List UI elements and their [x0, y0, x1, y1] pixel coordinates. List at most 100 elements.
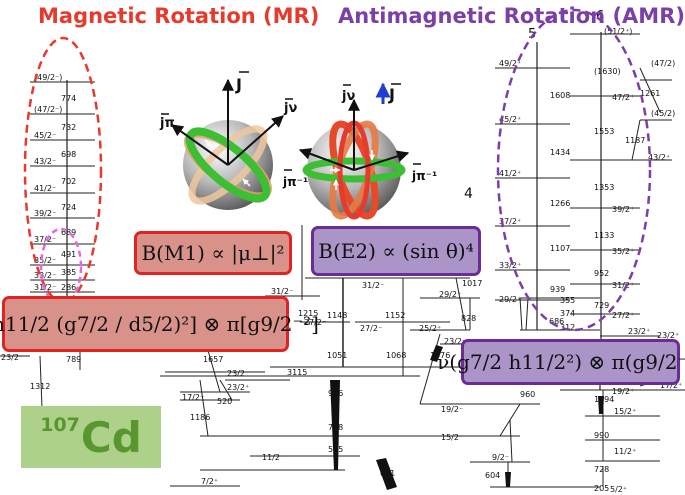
vector-j-nu: jν: [283, 101, 297, 116]
middle-energy: 604: [485, 471, 500, 480]
band-5: 49/2⁺ 45/2⁺ 41/2⁺ 37/2⁺ 33/2⁺ 29/2⁺ 1608…: [495, 27, 570, 330]
middle-energy: 1657: [203, 355, 223, 364]
band6-energy: 1194: [594, 395, 614, 404]
middle-energy: 828: [461, 314, 476, 323]
amr-configuration-box: ν(g7/2 h11/2²) ⊗ π(g9/2⁻²): [437, 339, 685, 385]
band5-spin: 33/2⁺: [499, 261, 521, 270]
middle-energy: 1017: [462, 279, 482, 288]
band6-spin-side: (47/2): [651, 59, 675, 68]
band6-spin-side: 17/2⁺: [660, 381, 682, 390]
middle-energy: 1215: [298, 309, 318, 318]
band6-energy: (1630): [594, 67, 621, 76]
middle-spin: 31/2⁻: [362, 281, 384, 290]
band6-energy: 205: [594, 484, 609, 493]
middle-energy: 1148: [327, 311, 347, 320]
middle-energy: 1068: [386, 351, 406, 360]
nucleus-mass: 107: [40, 414, 80, 436]
mr-configuration-box: υ[h11/2 (g7/2 / d5/2)²] ⊗ π[g9/2⁻²]: [0, 296, 319, 352]
band6-spin: 15/2⁺: [614, 407, 636, 416]
band5-energy: 1266: [550, 199, 570, 208]
band6-spin: 5/2⁺: [610, 485, 627, 494]
middle-spin: 17/2⁻: [182, 393, 204, 402]
middle-spin: 23/2⁺: [657, 331, 679, 340]
band5-spin: 49/2⁺: [499, 59, 521, 68]
mr-configuration: υ[h11/2 (g7/2 / d5/2)²] ⊗ π[g9/2⁻²]: [0, 312, 319, 336]
mr-spin: 37/2⁻: [34, 235, 56, 244]
band6-spin: 39/2⁺: [612, 205, 634, 214]
band6-energy: 1553: [594, 127, 614, 136]
band5-energy: 939: [550, 285, 565, 294]
mr-spin: 45/2⁻: [34, 131, 56, 140]
band6-spin: 27/2⁺: [612, 311, 634, 320]
mr-energy: 491: [61, 250, 76, 259]
mr-band: (49/2⁻) (47/2⁻) 45/2⁻ 43/2⁻ 41/2⁻ 39/2⁻ …: [23, 36, 103, 307]
band5-energy: 1608: [550, 91, 570, 100]
mr-spin: 39/2⁻: [34, 209, 56, 218]
amr-band-outline: [496, 8, 652, 332]
band6-spin: 31/2⁺: [612, 281, 634, 290]
mr-spin: (47/2⁻): [34, 105, 62, 114]
middle-energy: 956: [328, 389, 343, 398]
middle-energy: 312: [560, 323, 575, 332]
amr-rotor-illustration: jν J: [298, 82, 410, 220]
band6-spin: 11/2⁺: [614, 447, 636, 456]
middle-energy: 1312: [30, 382, 50, 391]
middle-spin: 23/2⁻: [227, 369, 249, 378]
mr-energy: 698: [61, 150, 76, 159]
vector-j-pi: jπ: [159, 116, 175, 131]
mr-spin: (49/2⁻): [34, 73, 62, 82]
band6-spin-side: (45/2): [651, 109, 675, 118]
amr-title: Antimagnetic Rotation (AMR): [338, 4, 685, 28]
band6-spin: 23/2⁺: [628, 327, 650, 336]
mr-energy: 385: [61, 268, 76, 277]
band5-spin: 37/2⁺: [499, 217, 521, 226]
middle-spin: 15/2⁻: [441, 433, 463, 442]
middle-energy: 789: [66, 355, 81, 364]
nucleus-label: 107 Cd: [21, 406, 161, 468]
middle-energy: 1186: [190, 413, 210, 422]
middle-energy: 641: [380, 469, 395, 478]
middle-spin: 27/2⁻: [304, 318, 326, 327]
mr-spin: 41/2⁻: [34, 184, 56, 193]
be2-formula: B(E2) ∝ (sin θ)⁴: [318, 239, 474, 263]
band6-energy: 1133: [594, 231, 614, 240]
middle-spin: 29/2⁺: [439, 290, 461, 299]
band-label-6: 6: [596, 9, 604, 24]
band6-energy: 990: [594, 431, 609, 440]
band6-energy: 728: [594, 465, 609, 474]
middle-energy: 374: [560, 309, 575, 318]
middle-spin: 23/2⁻: [444, 337, 466, 346]
band5-energy: 1107: [550, 244, 570, 253]
mr-spin: 43/2⁻: [34, 157, 56, 166]
band6-energy-side: 1187: [625, 136, 645, 145]
band6-energy: 952: [594, 269, 609, 278]
band6-spin: (51/2⁺): [604, 27, 632, 36]
mr-lower-outline: [39, 227, 83, 307]
middle-spin: 9/2⁻: [492, 453, 509, 462]
mr-energy: 689: [61, 228, 76, 237]
vector-J-amr: J: [388, 85, 395, 104]
vector-J: J: [235, 75, 242, 94]
vector-j-pi-inv-right: jπ⁻¹: [411, 169, 437, 183]
middle-energy: 1051: [327, 351, 347, 360]
mr-energy: 702: [61, 177, 76, 186]
middle-spin: 23/2⁺: [227, 383, 249, 392]
middle-spin: 23/2⁻: [1, 353, 23, 362]
vector-j-nu-amr: jν: [341, 89, 355, 104]
band5-spin: 41/2⁺: [499, 169, 521, 178]
nucleus-element: Cd: [80, 412, 142, 462]
middle-spin: 25/2⁺: [419, 324, 441, 333]
bm1-formula-box: B(M1) ∝ |μ⊥|²: [134, 231, 292, 275]
band6-energy: 729: [594, 301, 609, 310]
middle-spin: 31/2⁻: [271, 287, 293, 296]
band6-spin: 19/2⁺: [612, 387, 634, 396]
middle-energy: 515: [328, 445, 343, 454]
mr-energy: 774: [61, 94, 76, 103]
band-label-4: 4: [464, 186, 473, 202]
vector-j-pi-inv-left: jπ⁻¹: [282, 175, 308, 189]
middle-energy: 3115: [287, 368, 307, 377]
middle-spin: 7/2⁺: [201, 477, 218, 486]
bm1-formula: B(M1) ∝ |μ⊥|²: [141, 241, 285, 265]
amr-configuration: ν(g7/2 h11/2²) ⊗ π(g9/2⁻²): [437, 350, 685, 374]
